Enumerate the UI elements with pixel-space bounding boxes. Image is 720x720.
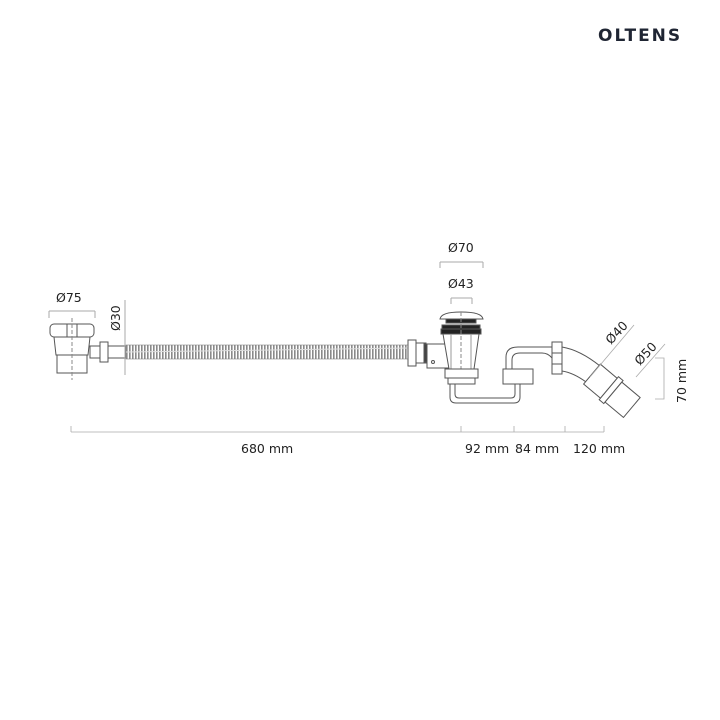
outlet-elbow bbox=[505, 341, 641, 419]
length-dimension-line bbox=[70, 426, 605, 433]
dimension-hose-length: 680 mm bbox=[241, 441, 293, 456]
dimension-outlet-length: 120 mm bbox=[573, 441, 625, 456]
plug-inner-diameter-label: Ø43 bbox=[448, 276, 474, 291]
plug-outer-diameter-label: Ø70 bbox=[448, 240, 474, 255]
flexible-hose bbox=[125, 344, 413, 360]
dimension-drain-to-trap: 92 mm bbox=[465, 441, 509, 456]
outlet-inner-diameter-label: Ø40 bbox=[602, 318, 631, 347]
overflow-diameter-label: Ø75 bbox=[56, 290, 82, 305]
outlet-height-label: 70 mm bbox=[674, 359, 689, 403]
trap bbox=[449, 368, 534, 404]
outlet-outer-diameter-label: Ø50 bbox=[631, 339, 660, 368]
brand-logo: OLTENS bbox=[598, 26, 683, 46]
dimension-trap-width: 84 mm bbox=[515, 441, 559, 456]
hose-diameter-label: Ø30 bbox=[108, 305, 123, 331]
outlet-dimension-lines bbox=[589, 324, 666, 400]
overflow-head bbox=[48, 300, 127, 380]
drain-plug bbox=[439, 261, 484, 385]
